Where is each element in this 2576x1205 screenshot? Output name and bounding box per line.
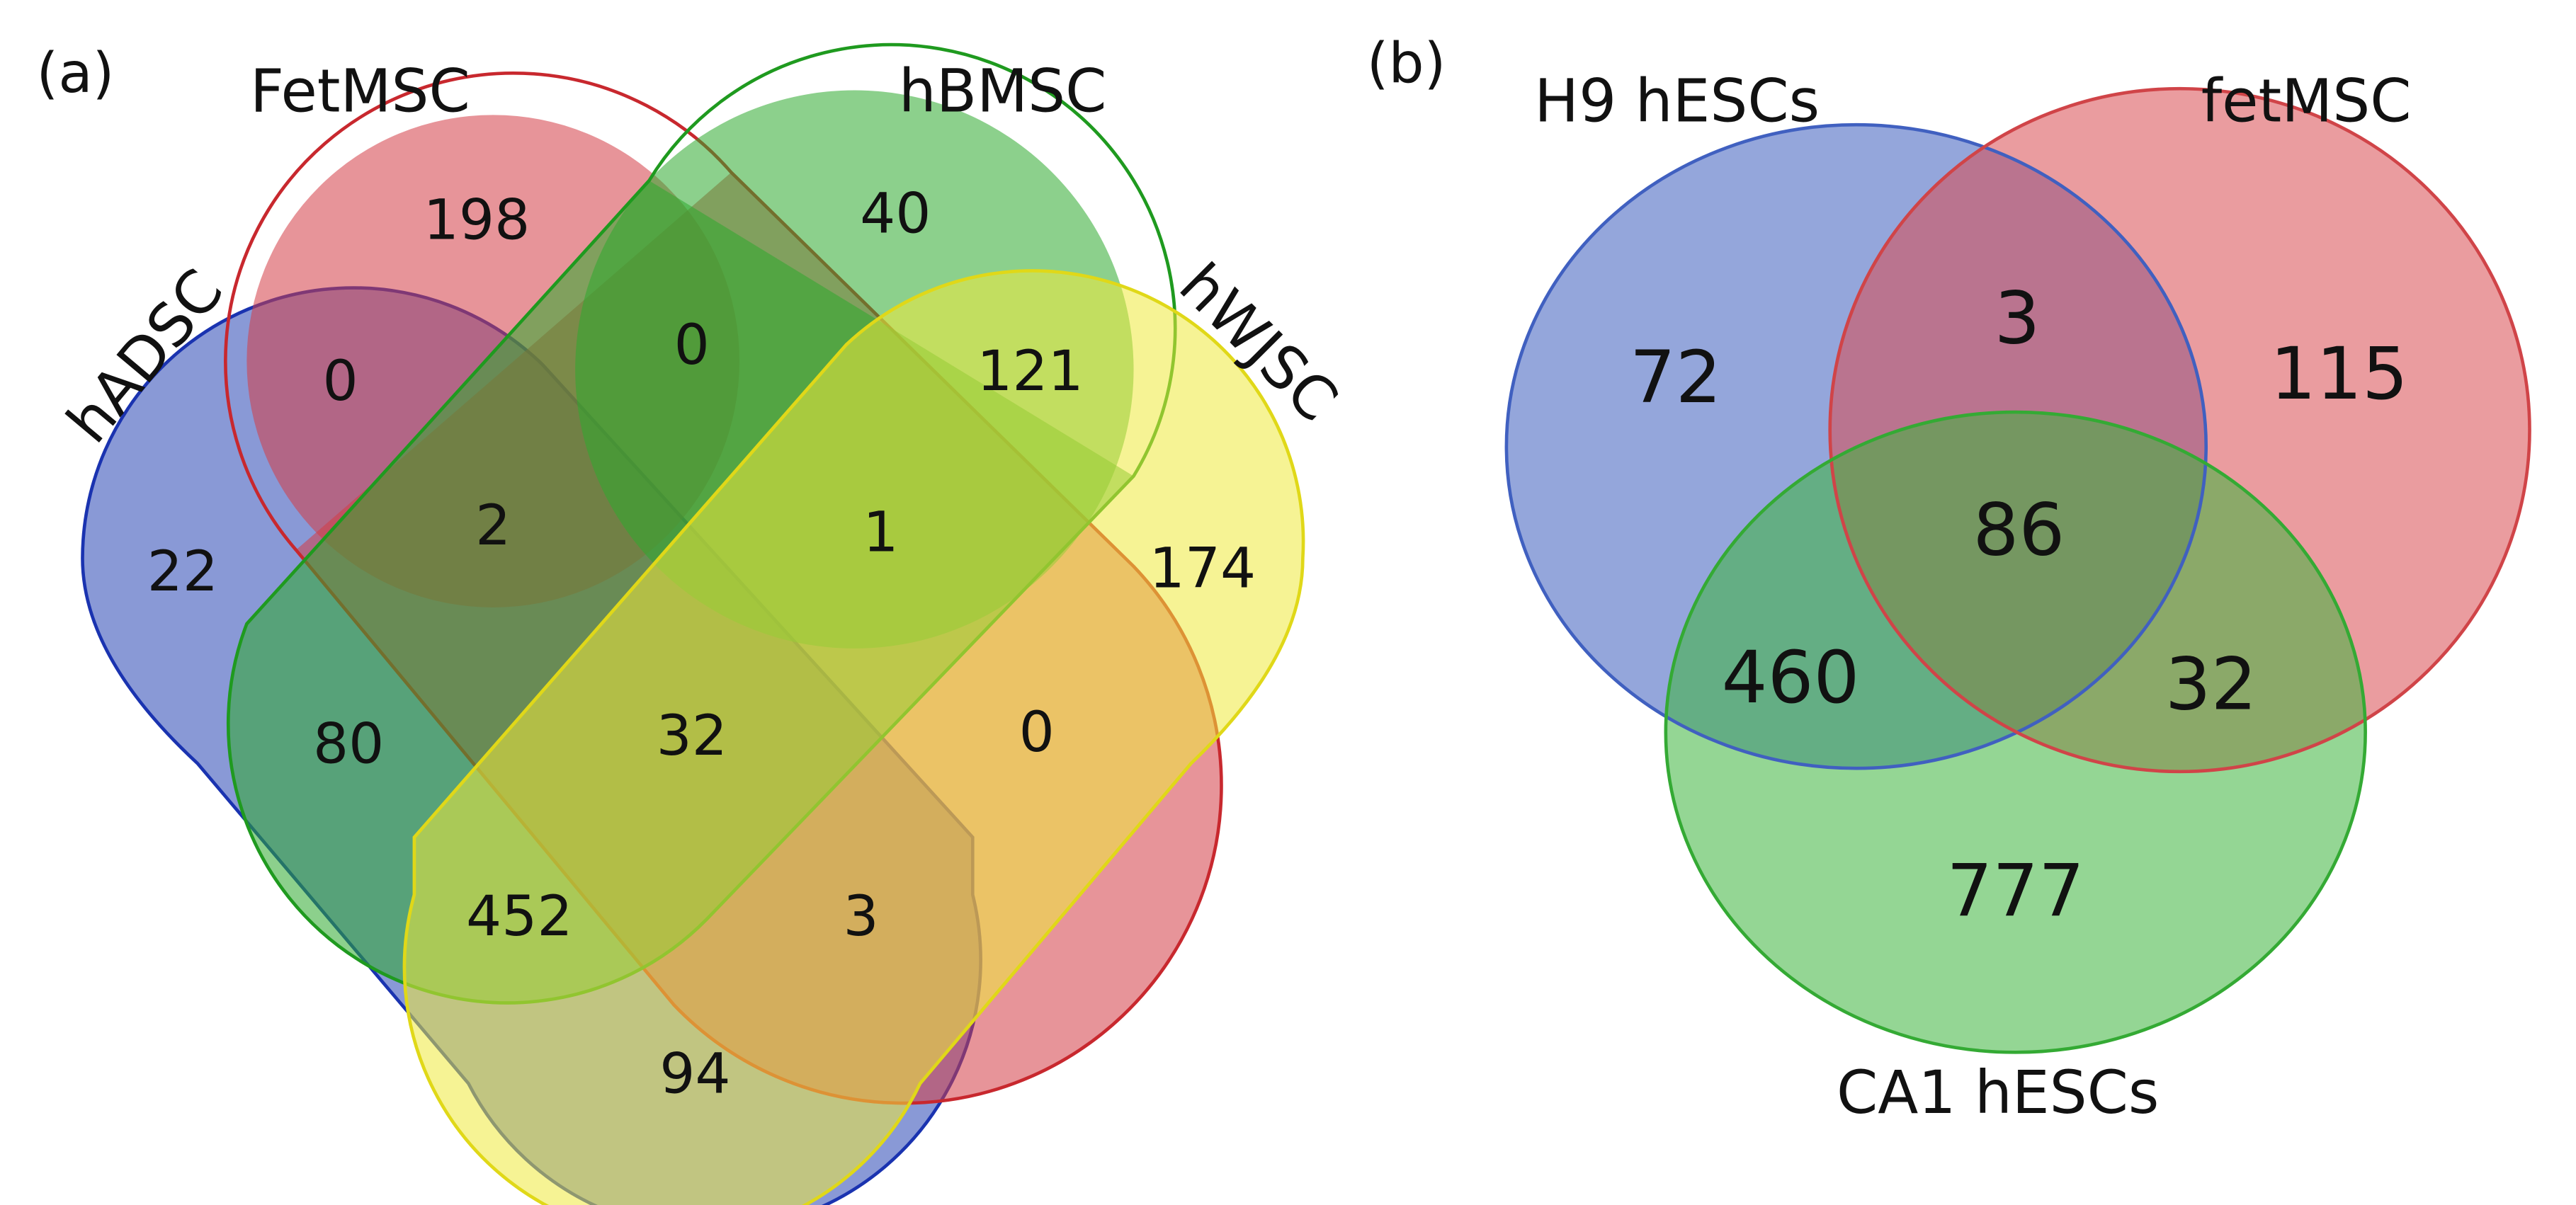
count-fetmsc-only: 198 bbox=[424, 188, 530, 253]
venn-set-h9-outline bbox=[1504, 122, 2208, 770]
count-fetmsc-only-b: 115 bbox=[2270, 332, 2408, 416]
count-hadsc-only: 22 bbox=[147, 539, 218, 604]
venn-set-fetmsc-b-outline bbox=[1828, 86, 2531, 774]
count-h9-only: 72 bbox=[1630, 336, 1722, 420]
set-label-fetmsc-b: fetMSC bbox=[2201, 67, 2412, 136]
venn-panel-a: (a) hADSC FetMSC hBMSC hWJSC 198 40 0 0 … bbox=[37, 40, 1351, 1205]
panel-a-label: (a) bbox=[37, 40, 115, 105]
count-hadsc-hbmsc: 80 bbox=[313, 711, 384, 776]
count-fetmsc-hbmsc: 0 bbox=[674, 312, 710, 377]
panel-b-label: (b) bbox=[1367, 30, 1446, 96]
count-hadsc-fetmsc-hwjsc: 3 bbox=[844, 884, 879, 949]
venn-set-ca1-outline bbox=[1664, 410, 2367, 1054]
set-label-h9-hescs: H9 hESCs bbox=[1534, 67, 1820, 136]
count-h9-ca1: 460 bbox=[1722, 636, 1860, 720]
count-all-three: 86 bbox=[1973, 488, 2065, 572]
count-fetmsc-hbmsc-hwjsc: 1 bbox=[863, 499, 898, 564]
count-hadsc-fetmsc: 0 bbox=[322, 348, 358, 413]
set-label-ca1-hescs: CA1 hESCs bbox=[1837, 1058, 2159, 1127]
count-fetmsc-hwjsc: 0 bbox=[1019, 699, 1055, 765]
count-h9-fetmsc: 3 bbox=[1995, 276, 2041, 360]
count-fetmsc-ca1: 32 bbox=[2165, 642, 2257, 726]
venn-set-hwjsc-outline bbox=[402, 269, 1305, 1205]
count-hadsc-hbmsc-hwjsc: 452 bbox=[466, 884, 572, 949]
count-hadsc-fetmsc-hbmsc: 2 bbox=[475, 493, 511, 558]
venn-set-hwjsc bbox=[404, 270, 1304, 1205]
venn-panel-b: (b) H9 hESCs fetMSC CA1 hESCs 72 3 115 8… bbox=[1367, 30, 2531, 1127]
count-hwjsc-only: 174 bbox=[1150, 535, 1256, 600]
set-label-hbmsc: hBMSC bbox=[899, 57, 1106, 126]
count-hadsc-hwjsc: 94 bbox=[659, 1041, 730, 1106]
count-hbmsc-hwjsc: 121 bbox=[977, 338, 1083, 404]
count-all-four: 32 bbox=[657, 703, 727, 768]
count-hbmsc-only: 40 bbox=[860, 181, 931, 246]
set-label-fetmsc: FetMSC bbox=[250, 57, 470, 126]
count-ca1-only: 777 bbox=[1946, 850, 2084, 934]
